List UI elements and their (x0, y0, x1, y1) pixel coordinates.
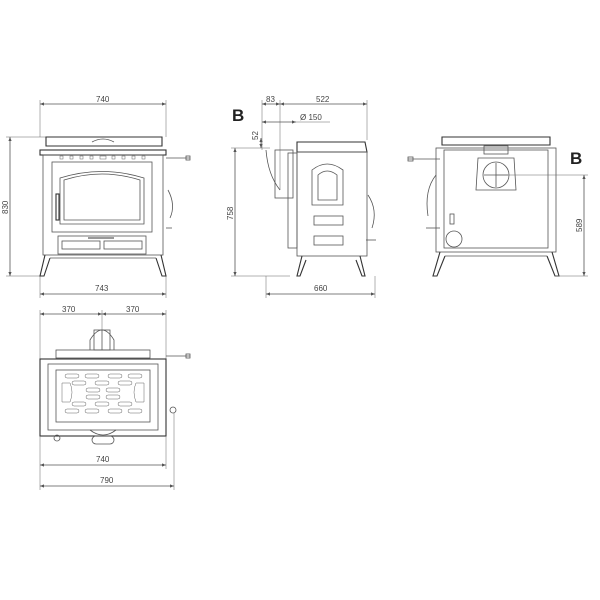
section-b-label-rear: B (570, 149, 582, 168)
section-b-label-side: B (232, 106, 244, 125)
top-body-width-label: 740 (96, 455, 110, 464)
top-total-width-label: 790 (100, 476, 114, 485)
side-view: B 83 522 Ø 150 52 758 660 (226, 95, 376, 298)
front-width-bottom-label: 743 (95, 284, 109, 293)
side-depth-top-label: 522 (316, 95, 330, 104)
front-height-label: 830 (1, 200, 10, 214)
flue-height-label: 758 (226, 206, 235, 220)
front-width-top-label: 740 (96, 95, 110, 104)
total-depth-label: 660 (314, 284, 328, 293)
top-left-half-label: 370 (62, 305, 76, 314)
rear-view: B 589 (407, 136, 588, 277)
top-right-half-label: 370 (126, 305, 140, 314)
flue-diameter-label: Ø 150 (300, 113, 322, 122)
front-view: 740 830 743 (1, 95, 191, 298)
flue-offset-label: 52 (251, 131, 260, 140)
side-offset-label: 83 (266, 95, 275, 104)
top-view: 370 370 740 (39, 305, 191, 490)
flue-center-height-label: 589 (575, 218, 584, 232)
